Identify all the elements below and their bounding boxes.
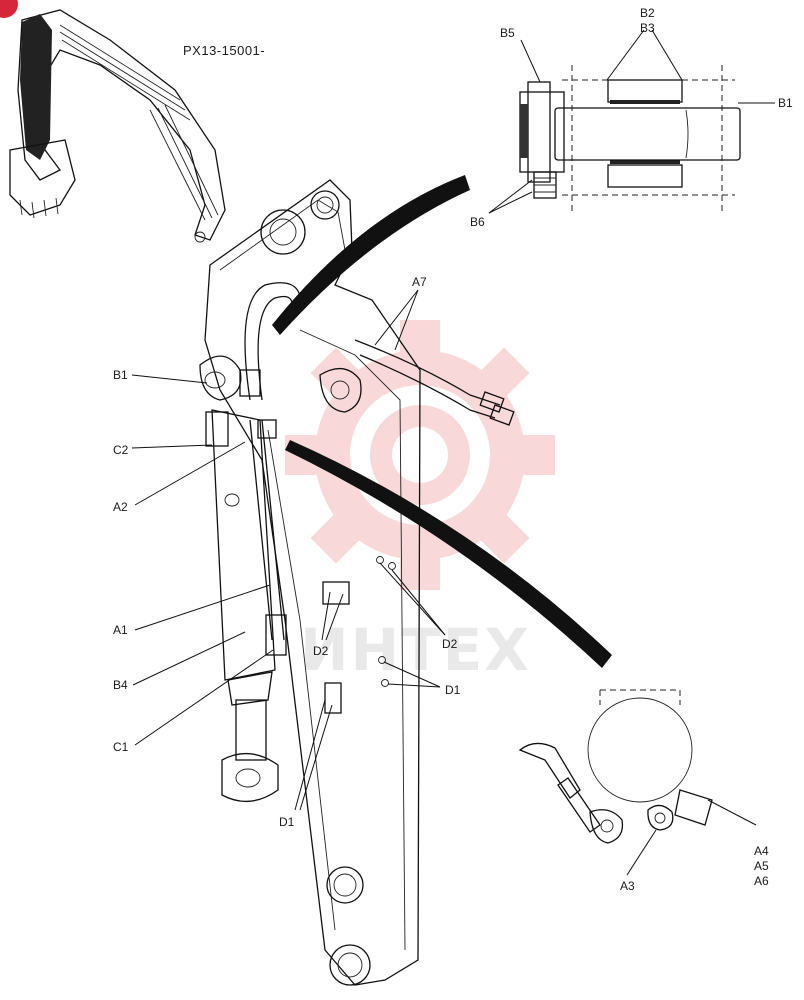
- hydraulic-hoses: [205, 282, 515, 656]
- label-C2: C2: [113, 443, 129, 457]
- part-code: PX13-15001-: [183, 43, 265, 58]
- label-A1: A1: [113, 623, 128, 637]
- label-D1-right: D1: [445, 683, 461, 697]
- label-B6: B6: [470, 215, 485, 229]
- label-B2: B2: [640, 6, 655, 20]
- pin-detail: [519, 65, 741, 215]
- watermark-text: ИНТЕХ: [300, 616, 531, 684]
- label-A6: A6: [754, 874, 769, 888]
- label-B5: B5: [500, 26, 515, 40]
- corner-badge: [0, 0, 18, 18]
- callout-labels: B1 B2 B3 B5 B6 A7 B1 C2 A2 A1 B4 C1 D1 D…: [113, 6, 793, 893]
- label-A3: A3: [620, 879, 635, 893]
- cylinder: [199, 355, 279, 802]
- label-A4: A4: [754, 844, 769, 858]
- label-A2: A2: [113, 500, 128, 514]
- excavator-overview: [9, 9, 226, 243]
- leader-lines: [131, 29, 775, 876]
- detail-leader-bottom: [285, 440, 612, 668]
- detail-leader-top: [272, 175, 470, 335]
- label-D2-left: D2: [313, 644, 329, 658]
- label-D2-right: D2: [442, 637, 458, 651]
- label-B1-left: B1: [113, 368, 128, 382]
- label-D1-left: D1: [279, 815, 295, 829]
- label-B3: B3: [640, 21, 655, 35]
- label-A5: A5: [754, 859, 769, 873]
- label-B4: B4: [113, 678, 128, 692]
- label-B1-top: B1: [778, 96, 793, 110]
- label-C1: C1: [113, 740, 129, 754]
- hose-detail: [518, 689, 713, 844]
- label-A7: A7: [412, 275, 427, 289]
